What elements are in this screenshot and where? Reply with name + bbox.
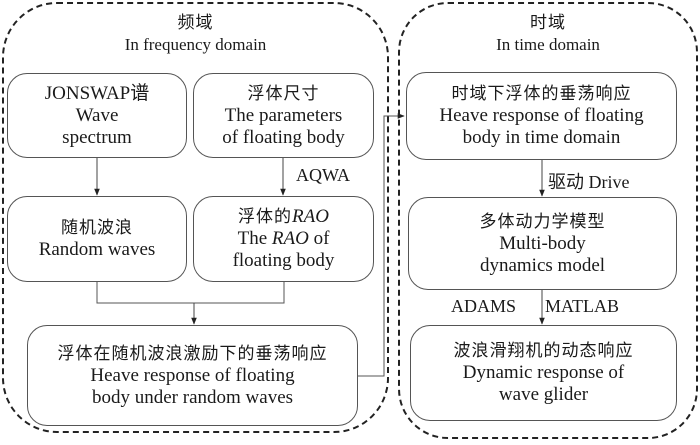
arrow-heave-to-time: [358, 113, 405, 377]
frequency-domain-title: 频域 In frequency domain: [2, 12, 389, 56]
glider-response-box: 波浪滑翔机的动态响应 Dynamic response of wave glid…: [410, 325, 677, 421]
glider-response-zh: 波浪滑翔机的动态响应: [453, 341, 634, 361]
wave-spectrum-box: JONSWAP谱 Wave spectrum: [7, 73, 187, 158]
heave-random-zh: 浮体在随机波浪激励下的垂荡响应: [57, 343, 328, 364]
heave-random-en1: Heave response of floating: [90, 364, 295, 386]
body-params-box: 浮体尺寸 The parameters of floating body: [193, 73, 374, 158]
rao-en1: The RAO of: [238, 228, 330, 250]
rao-zh: 浮体的RAO: [238, 206, 329, 228]
rao-en-suffix: of: [308, 228, 330, 249]
glider-response-en2: wave glider: [498, 384, 589, 405]
heave-random-en2: body under random waves: [91, 386, 294, 408]
heave-time-box: 时域下浮体的垂荡响应 Heave response of floating bo…: [406, 72, 677, 160]
wave-spectrum-en2: spectrum: [62, 126, 132, 148]
heave-time-zh: 时域下浮体的垂荡响应: [451, 84, 632, 104]
frequency-domain-group: [2, 2, 389, 433]
time-domain-title-en: In time domain: [496, 35, 600, 54]
wave-spectrum-zh: JONSWAP谱: [44, 82, 150, 104]
multibody-en1: Multi-body: [499, 232, 586, 254]
heave-random-box: 浮体在随机波浪激励下的垂荡响应 Heave response of floati…: [27, 325, 358, 426]
heave-time-en2: body in time domain: [462, 127, 621, 148]
random-waves-en: Random waves: [38, 239, 156, 260]
multibody-zh: 多体动力学模型: [479, 211, 606, 232]
wave-spectrum-en1: Wave: [75, 104, 119, 126]
matlab-label: MATLAB: [545, 296, 620, 316]
rao-box: 浮体的RAO The RAO of floating body: [193, 196, 374, 282]
body-params-en1: The parameters: [224, 104, 343, 126]
rao-en2: floating body: [232, 250, 335, 271]
rao-en-italic: RAO: [271, 228, 309, 249]
random-waves-box: 随机波浪 Random waves: [7, 196, 187, 282]
time-domain-group: [398, 2, 698, 439]
multibody-en2: dynamics model: [479, 254, 606, 276]
time-domain-title-zh: 时域: [530, 13, 566, 33]
drive-label: 驱动 Drive: [548, 172, 630, 192]
random-waves-zh: 随机波浪: [61, 218, 133, 238]
multibody-box: 多体动力学模型 Multi-body dynamics model: [408, 197, 677, 290]
body-params-zh: 浮体尺寸: [247, 83, 320, 104]
frequency-domain-title-en: In frequency domain: [124, 35, 267, 54]
adams-label: ADAMS: [451, 296, 517, 316]
heave-time-en1: Heave response of floating: [439, 105, 644, 126]
rao-zh-prefix: 浮体的: [238, 207, 293, 227]
frequency-domain-title-zh: 频域: [177, 13, 214, 33]
body-params-en2: of floating body: [222, 126, 345, 148]
merge-line: [96, 282, 285, 304]
time-domain-title: 时域 In time domain: [398, 12, 698, 56]
aqwa-label: AQWA: [296, 165, 350, 185]
glider-response-en1: Dynamic response of: [462, 362, 625, 383]
rao-en-prefix: The: [237, 228, 272, 249]
rao-zh-italic: RAO: [292, 206, 329, 227]
